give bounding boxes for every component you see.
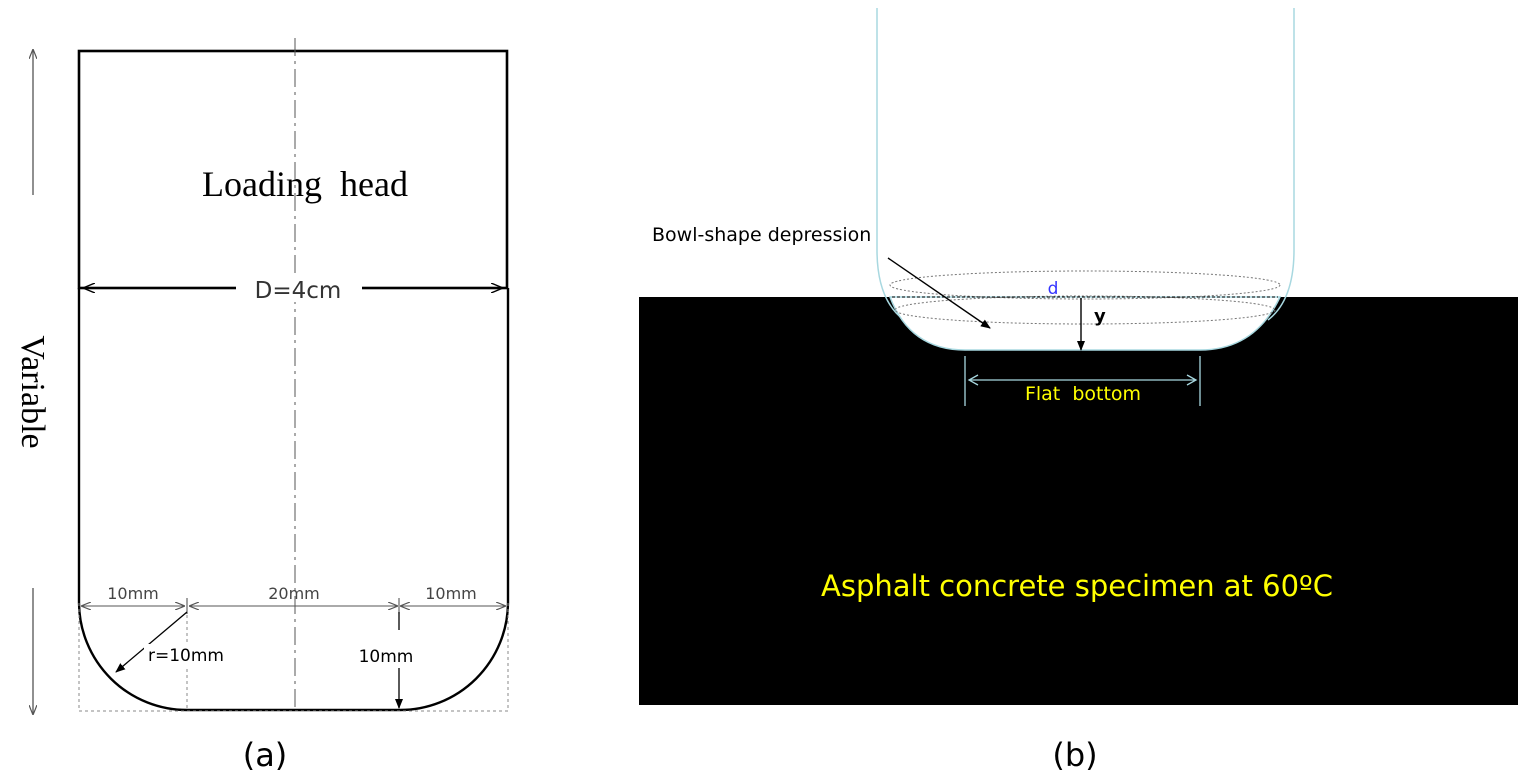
asphalt-specimen <box>639 297 1518 705</box>
dimension-row <box>82 598 505 614</box>
panel-b: d y Bowl-shape depression Flat bottom As… <box>639 8 1518 774</box>
specimen-label: Asphalt concrete specimen at 60ºC <box>821 569 1333 603</box>
flat-bottom-label: Flat bottom <box>1025 383 1141 405</box>
flat-bottom-dimension <box>964 356 1201 406</box>
diameter-label: D=4cm <box>255 278 342 304</box>
loading-head-label: Loading head <box>202 164 408 204</box>
rim-ellipse <box>889 270 1281 300</box>
d-label: d <box>1048 279 1059 299</box>
dim-right-label: 10mm <box>425 584 477 603</box>
corner-guides <box>78 603 509 712</box>
caption-b: (b) <box>1052 736 1097 774</box>
depth-label: 10mm <box>359 647 414 667</box>
depression-bowl <box>888 296 1282 351</box>
depression-arrow <box>887 257 991 329</box>
depression-label: Bowl-shape depression <box>652 224 871 246</box>
probe-body-outline <box>77 288 510 712</box>
radius-arrow <box>115 611 188 673</box>
dim-middle-label: 20mm <box>268 584 320 603</box>
radius-label: r=10mm <box>148 646 224 666</box>
dim-left-label: 10mm <box>107 584 159 603</box>
variable-label: Variable <box>14 335 51 448</box>
panel-a: Variable Loading head D=4cm <box>14 38 510 774</box>
y-label: y <box>1094 306 1106 327</box>
caption-a: (a) <box>243 736 288 774</box>
probe-outline <box>876 8 905 321</box>
